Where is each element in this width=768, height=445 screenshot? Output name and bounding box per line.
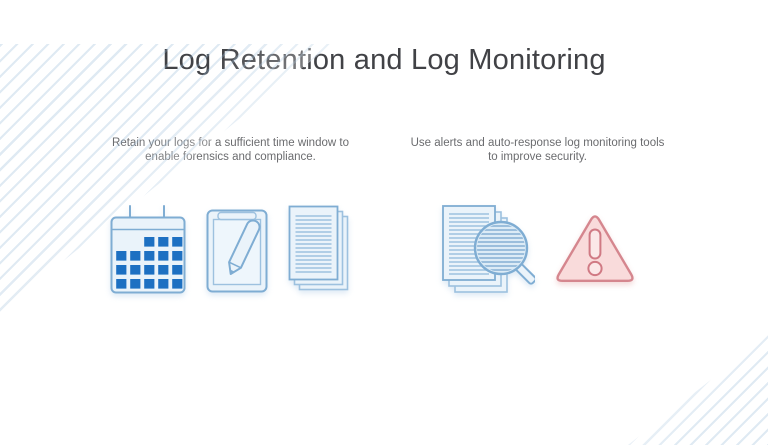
clipboard-pencil-icon	[206, 205, 268, 293]
monitoring-icon-row	[385, 204, 690, 296]
retention-description: Retain your logs for a sufficient time w…	[112, 137, 349, 163]
document-stack-icon	[288, 205, 352, 293]
section-log-monitoring: Use alerts and auto-response log monitor…	[385, 137, 690, 296]
slide: Log Retention and Log Monitoring Retain …	[0, 44, 768, 445]
content-columns: Retain your logs for a sufficient time w…	[0, 137, 768, 296]
page-title: Log Retention and Log Monitoring	[162, 44, 606, 76]
retention-icon-row	[78, 204, 383, 294]
decor-stripes-bottom-right	[628, 335, 768, 445]
monitoring-description: Use alerts and auto-response log monitor…	[410, 137, 665, 163]
log-search-icon	[441, 204, 537, 296]
calendar-icon	[110, 204, 186, 294]
section-log-retention: Retain your logs for a sufficient time w…	[78, 137, 383, 296]
warning-alert-icon	[555, 213, 635, 287]
